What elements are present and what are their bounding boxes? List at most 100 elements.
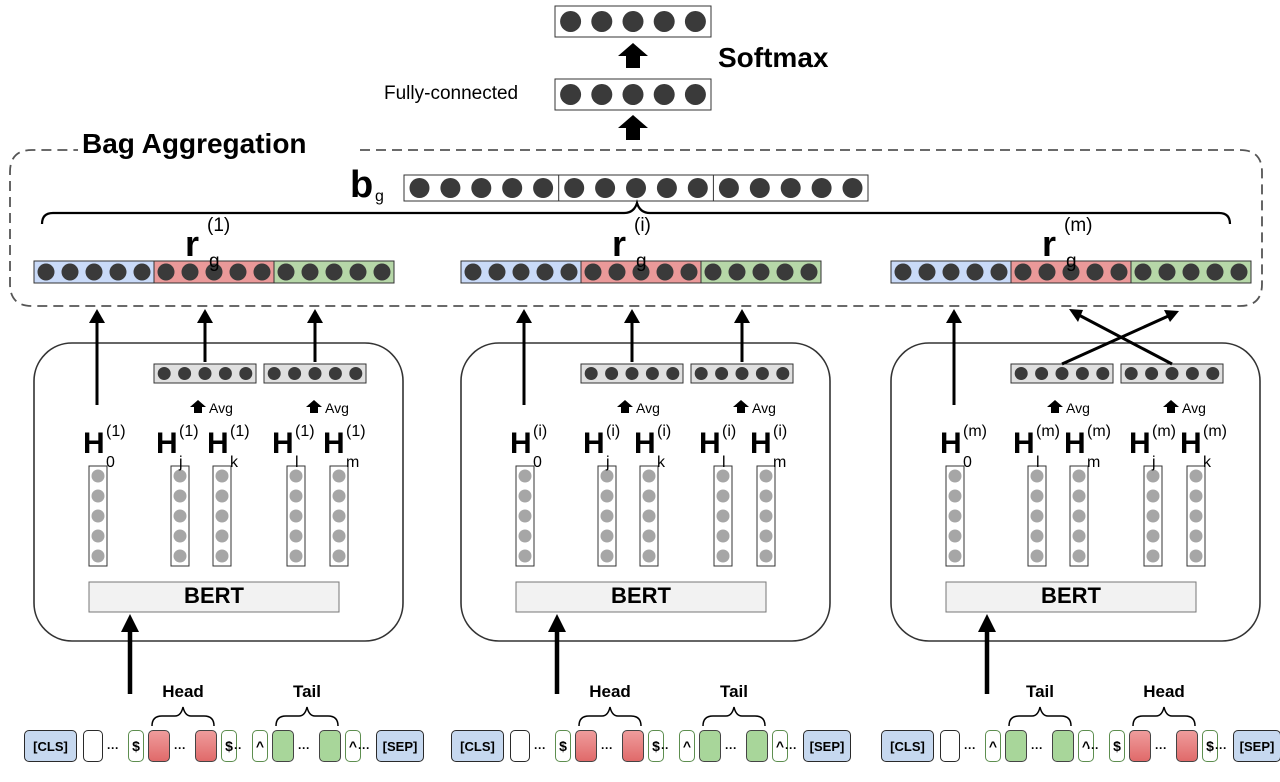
hidden-state-vector-2-unit bbox=[173, 489, 187, 503]
avg-pooled-vector-2-unit bbox=[776, 367, 790, 380]
r-vector-head-segment-unit bbox=[1086, 263, 1104, 281]
entity-span-brace bbox=[151, 706, 215, 727]
softmax-vector-unit bbox=[684, 11, 706, 32]
hidden-state-vector-3-unit bbox=[215, 529, 229, 543]
sep-token: [SEP] bbox=[1233, 730, 1280, 762]
avg-pooled-vector-1-unit bbox=[1096, 367, 1110, 380]
hidden-state-vector-4-unit bbox=[716, 469, 730, 483]
cls-token: [CLS] bbox=[451, 730, 504, 762]
ellipsis: ··· bbox=[534, 741, 546, 755]
h-pair1-a-label-subscript: l bbox=[1036, 454, 1040, 471]
bert-block bbox=[88, 581, 340, 613]
r-vector-tail-segment-unit bbox=[277, 263, 295, 281]
cls-token: [CLS] bbox=[881, 730, 934, 762]
sep-token: [SEP] bbox=[376, 730, 424, 762]
hidden-state-vector-5-unit bbox=[759, 489, 773, 503]
hidden-state-vector-4-unit bbox=[716, 509, 730, 523]
hidden-state-vector-3-unit bbox=[642, 509, 656, 523]
h-pair2-b-label-subscript: m bbox=[773, 454, 787, 471]
hidden-state-vector-4-unit bbox=[1146, 549, 1160, 563]
r-vector-tail-segment-unit bbox=[325, 263, 343, 281]
hidden-state-vector-5-unit bbox=[332, 489, 346, 503]
ellipsis: ··· bbox=[1087, 741, 1099, 755]
ellipsis: ··· bbox=[785, 741, 797, 755]
bert-block bbox=[515, 581, 767, 613]
h-pair2-a-label-superscript: (i) bbox=[722, 423, 737, 440]
hidden-state-vector-3-unit bbox=[215, 509, 229, 523]
hidden-state-vector-1-unit bbox=[518, 529, 532, 543]
r-vector-tail-segment-unit bbox=[349, 263, 367, 281]
avg-arrow-2 bbox=[306, 400, 322, 413]
hidden-state-vector-5-unit bbox=[1189, 509, 1203, 523]
hidden-state-vector-1-unit bbox=[91, 469, 105, 483]
avg-pooled-vector-2-unit bbox=[1124, 367, 1138, 380]
hidden-state-vector-1-unit bbox=[948, 489, 962, 503]
softmax-block-arrow bbox=[618, 43, 648, 68]
ellipsis: ··· bbox=[174, 741, 186, 755]
softmax-vector-unit bbox=[653, 11, 675, 32]
r-vector-cls-segment-unit bbox=[560, 263, 578, 281]
fully-connected-vector-unit bbox=[684, 84, 706, 105]
h0-label-superscript: (i) bbox=[533, 423, 548, 440]
cls-token: [CLS] bbox=[24, 730, 77, 762]
r-vector-cls-segment-unit bbox=[512, 263, 530, 281]
bag-vector-unit bbox=[718, 178, 739, 198]
head-entity-token bbox=[1129, 730, 1151, 762]
cls-to-r-arrow-head bbox=[89, 309, 105, 323]
hidden-state-vector-4-unit bbox=[1146, 469, 1160, 483]
hidden-state-vector-4-unit bbox=[1146, 509, 1160, 523]
avg-label-2: Avg bbox=[752, 400, 776, 416]
h0-label-superscript: (m) bbox=[963, 423, 987, 440]
h-pair1-b-label-subscript: k bbox=[230, 454, 238, 471]
hidden-state-vector-2-unit bbox=[600, 489, 614, 503]
avg-pooled-vector-2-unit bbox=[694, 367, 708, 380]
hidden-state-vector-5-unit bbox=[332, 509, 346, 523]
r-vector-cls-segment-unit bbox=[37, 263, 55, 281]
tail-entity-token bbox=[699, 730, 721, 762]
r-vector-cls-segment-unit bbox=[109, 263, 127, 281]
bag-vector-unit bbox=[749, 178, 770, 198]
input-to-bert-arrow-head bbox=[548, 614, 566, 632]
h-pair2-a-label-subscript: l bbox=[295, 454, 299, 471]
h-pair1-a-label-superscript: (i) bbox=[606, 423, 621, 440]
entity-span-brace bbox=[702, 706, 766, 727]
bag-vector-subscript: g bbox=[375, 188, 384, 205]
bert-label: BERT bbox=[184, 583, 244, 608]
h-pair2-b-label-superscript: (m) bbox=[1203, 423, 1227, 440]
ellipsis: ··· bbox=[230, 741, 242, 755]
ellipsis: ··· bbox=[1031, 741, 1043, 755]
bert-label: BERT bbox=[611, 583, 671, 608]
tail-entity-token bbox=[1005, 730, 1027, 762]
r-vector-superscript: (i) bbox=[634, 215, 651, 236]
softmax-vector-unit bbox=[591, 11, 613, 32]
r-vector-tail-segment-unit bbox=[728, 263, 746, 281]
ellipsis: ··· bbox=[107, 741, 119, 755]
ellipsis: ··· bbox=[601, 741, 613, 755]
entity-marker-start: ^ bbox=[252, 730, 268, 762]
avg-arrow-2 bbox=[1163, 400, 1179, 413]
hidden-state-vector-3-unit bbox=[215, 549, 229, 563]
h-pair2-b-label-superscript: (1) bbox=[346, 423, 366, 440]
r-vector-head-segment-unit bbox=[608, 263, 626, 281]
r-vector-tail-segment-unit bbox=[373, 263, 391, 281]
hidden-state-vector-3-unit bbox=[1072, 509, 1086, 523]
ellipsis: ··· bbox=[358, 741, 370, 755]
hidden-state-vector-2-unit bbox=[173, 509, 187, 523]
r-vector-superscript: (1) bbox=[207, 215, 231, 236]
tail-span-label: Tail bbox=[1025, 682, 1055, 701]
fc-block-arrow bbox=[618, 115, 648, 140]
r-vector-cls-segment-unit bbox=[990, 263, 1008, 281]
h0-label-superscript: (1) bbox=[106, 423, 126, 440]
hidden-state-vector-1-unit bbox=[518, 469, 532, 483]
avg-pooled-vector-1-unit bbox=[666, 367, 680, 380]
entity-marker-end: $ bbox=[648, 730, 664, 762]
avg-pooled-vector-2-unit bbox=[1165, 367, 1179, 380]
